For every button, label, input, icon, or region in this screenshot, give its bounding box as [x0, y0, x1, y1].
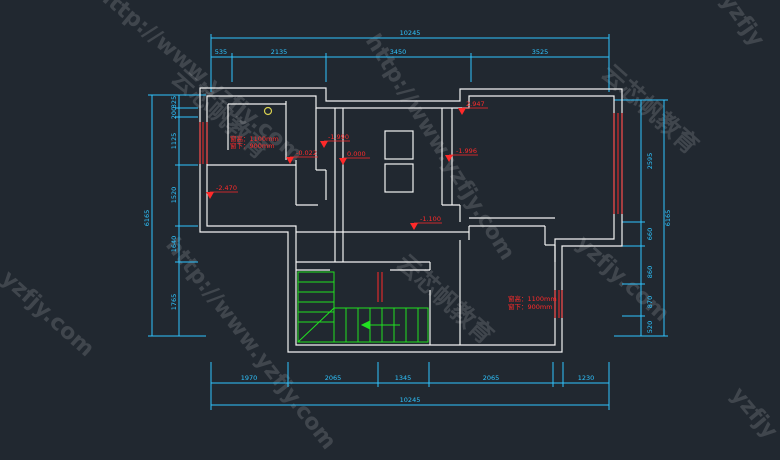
level-marker: -1.990	[320, 133, 350, 148]
dim-right-segment-label: 2595	[646, 153, 654, 170]
dim-left-segment-label: 1125	[170, 133, 178, 150]
window-note-left-2: 窗下：900mm	[230, 141, 275, 150]
watermark-corner-bottomright: yzfjy	[725, 383, 780, 444]
window-note-left-1: 窗高：1100mm	[230, 134, 279, 143]
dim-top-segment-label: 2135	[271, 48, 288, 56]
window-note-right-1: 窗高：1100mm	[508, 294, 557, 303]
level-label: 2.947	[466, 100, 485, 108]
dim-left-segment-label: 1765	[170, 294, 178, 311]
dim-bottom-segment-label: 2065	[325, 374, 342, 382]
stair-diagonal	[297, 307, 335, 343]
watermark-url-bottom: http://www.yzfjy.com	[160, 233, 341, 454]
dimension-layer	[148, 34, 668, 410]
level-marker: 0.000	[339, 150, 370, 165]
watermark-url-top: http://www.yzfjy.com	[360, 30, 520, 265]
dim-bottom-segment-label: 1230	[578, 374, 595, 382]
dim-top-segment-label: 3525	[532, 48, 549, 56]
dim-left-segment-label: 200	[170, 107, 178, 119]
furniture-block	[384, 163, 414, 193]
level-triangle-icon	[458, 108, 466, 115]
level-triangle-icon	[320, 141, 328, 148]
wall-layer	[199, 87, 623, 353]
furniture-block	[384, 130, 414, 160]
dim-bottom-total-label: 10245	[400, 396, 421, 404]
window-note-right-2: 窗下：900mm	[508, 302, 553, 311]
level-triangle-icon	[206, 192, 214, 199]
window-layer	[199, 113, 623, 318]
dim-right-segment-label: 520	[646, 321, 654, 333]
dim-bottom-segment-label: 2065	[483, 374, 500, 382]
lamp-symbol	[263, 106, 273, 116]
level-layer: 2.947 -1.990 0.000 -0.022 -2.470 -1.996	[206, 100, 488, 230]
dim-top-total-label: 10245	[400, 29, 421, 37]
level-marker: -2.470	[206, 184, 238, 199]
level-triangle-icon	[339, 158, 347, 165]
level-marker: -1.100	[410, 215, 442, 230]
dim-left-segment-label: 1520	[170, 187, 178, 204]
dimension-text: 10245 535 2135 3450 3525 1970 2065 1345 …	[143, 29, 672, 404]
note-layer: 窗高：1100mm 窗下：900mm 窗高：1100mm 窗下：900mm	[230, 134, 557, 311]
level-marker: -0.022	[286, 149, 318, 164]
level-marker: 2.947	[458, 100, 488, 115]
watermark-cn-right: 云芯帆教育	[596, 59, 704, 160]
level-triangle-icon	[410, 223, 418, 230]
stair-layer	[297, 271, 429, 343]
dim-right-total-label: 6165	[664, 210, 672, 227]
stair-run	[333, 307, 429, 343]
stair-outline	[297, 271, 335, 343]
level-label: -1.990	[328, 133, 349, 141]
level-label: -1.996	[456, 147, 477, 155]
dim-left-segment-label: 325	[170, 96, 178, 108]
stair-arrow-head	[360, 320, 371, 330]
dim-right-segment-label: 860	[646, 266, 654, 278]
outer-wall-outline	[199, 87, 623, 353]
level-label: -0.022	[296, 149, 317, 157]
level-label: 0.000	[347, 150, 366, 158]
level-triangle-icon	[286, 157, 294, 164]
dim-right-segment-label: 660	[646, 228, 654, 240]
watermark-corner-topright: yzfjy	[715, 0, 769, 51]
dim-top-segment-label: 535	[215, 48, 227, 56]
level-label: -1.100	[420, 215, 441, 223]
dim-left-segment-label: 1640	[170, 236, 178, 253]
watermark-cn-center: 云芯帆教育	[391, 249, 499, 350]
dim-bottom-segment-label: 1345	[395, 374, 412, 382]
dim-right-segment-label: 870	[646, 296, 654, 308]
dim-left-total-label: 6165	[143, 210, 151, 227]
level-triangle-icon	[445, 155, 453, 162]
level-label: -2.470	[216, 184, 237, 192]
level-marker: -1.996	[445, 147, 478, 162]
dim-bottom-segment-label: 1970	[241, 374, 258, 382]
watermark-domain-left: yzfjy.com	[0, 266, 99, 362]
dim-top-segment-label: 3450	[390, 48, 407, 56]
